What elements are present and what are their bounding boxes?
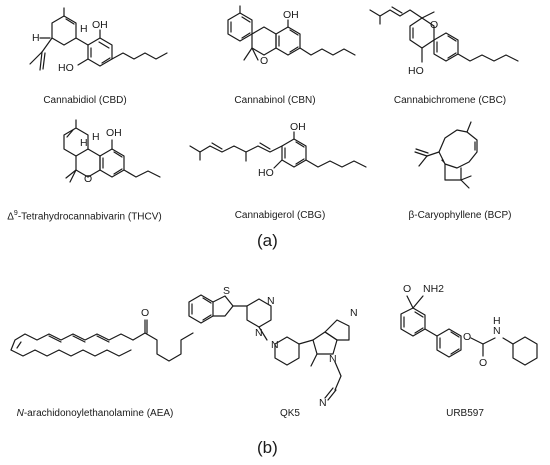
thcv-name: -Tetrahydrocannabivarin (THCV) xyxy=(17,211,162,223)
nh-n: N xyxy=(493,325,501,337)
cbc-label: Cannabichromene (CBC) xyxy=(393,95,507,106)
o-label-2: O xyxy=(463,331,471,343)
cbg-structure: OH HO xyxy=(189,121,367,179)
thcv-sup: 9 xyxy=(13,210,18,217)
ho-label: HO xyxy=(58,62,74,74)
o-label: O xyxy=(430,19,438,31)
aea-structure: O xyxy=(10,307,194,362)
aea-name: -arachidonoylethanolamine (AEA) xyxy=(23,408,174,419)
thcv-delta: Δ xyxy=(7,211,14,223)
o-label-3: O xyxy=(479,357,487,369)
aea-italic-n: N xyxy=(16,408,24,419)
aea-label: N-arachidonoylethanolamine (AEA) xyxy=(0,408,190,419)
oh-label: OH xyxy=(283,9,299,21)
o-label: O xyxy=(84,173,92,185)
n-atom-2: N xyxy=(255,327,263,339)
n-atom-4: N xyxy=(350,307,358,319)
cbn-structure: OH O xyxy=(227,5,356,67)
bcp-label: β-Caryophyllene (BCP) xyxy=(408,210,512,221)
n-atom-6: N xyxy=(319,397,327,409)
oh-label: OH xyxy=(290,121,306,133)
h-atom-2: H xyxy=(80,23,88,35)
qk5-label: QK5 xyxy=(279,408,300,419)
thcv-structure: O OH H H xyxy=(63,119,161,185)
panel-a-label: (a) xyxy=(257,231,278,250)
o-label: O xyxy=(141,307,149,319)
bcp-structure xyxy=(414,121,478,189)
thcv-label: Δ9-Tetrahydrocannabivarin (THCV) xyxy=(2,210,167,222)
urb597-structure: O NH2 O O N H xyxy=(400,283,538,369)
oh-label: OH xyxy=(106,127,122,139)
urb597-label: URB597 xyxy=(446,408,484,419)
oh-label: OH xyxy=(92,19,108,31)
cbn-label: Cannabinol (CBN) xyxy=(234,95,316,106)
panel-b-label: (b) xyxy=(257,438,278,457)
n-atom-1: N xyxy=(267,295,275,307)
h-atom: H xyxy=(32,32,40,44)
cbg-label: Cannabigerol (CBG) xyxy=(234,210,326,221)
o-label: O xyxy=(403,283,411,295)
h-atom-2: H xyxy=(92,131,100,143)
h-atom: H xyxy=(80,137,88,149)
ho-label: HO xyxy=(258,167,274,179)
nh-h: H xyxy=(493,315,501,327)
o-label: O xyxy=(260,55,268,67)
cbc-structure: O HO xyxy=(369,6,519,77)
ho-label: HO xyxy=(408,65,424,77)
n-atom-5: N xyxy=(329,353,337,365)
s-label: S xyxy=(223,285,230,297)
qk5-structure: S N N N N N N xyxy=(188,285,358,409)
nh2-label: NH2 xyxy=(423,283,444,295)
cbd-label: Cannabidiol (CBD) xyxy=(43,95,127,106)
cbd-structure: H OH HO H xyxy=(29,7,168,74)
